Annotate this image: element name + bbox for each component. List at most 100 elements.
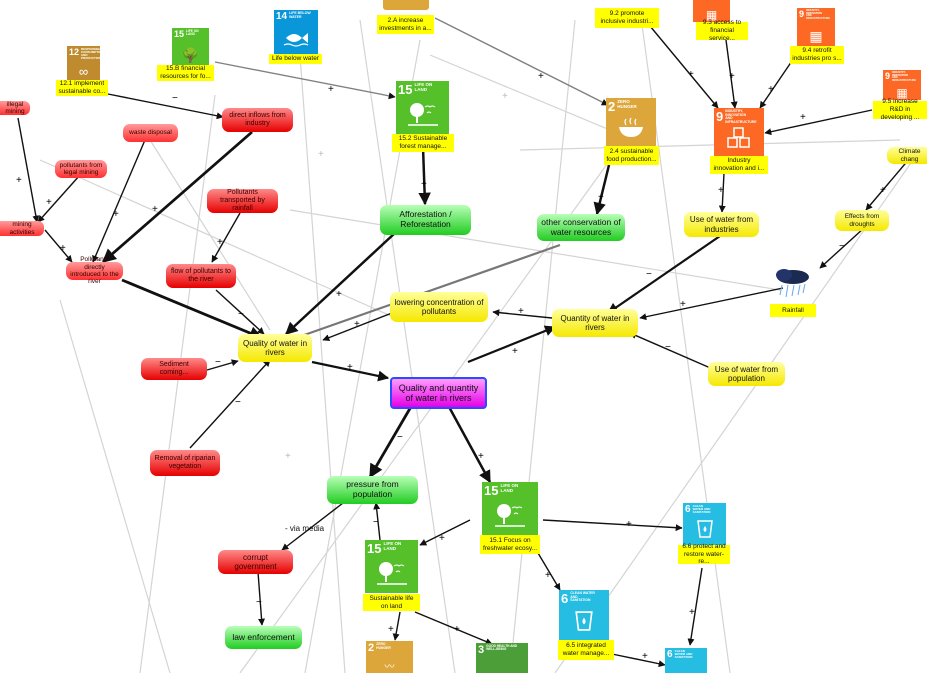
node-label: Climate chang [898,148,921,163]
sdg-caption: LIFE ON LAND [500,483,519,493]
node-corrupt-government[interactable]: corrupt government [218,550,293,574]
node-effects-droughts[interactable]: Effects from droughts [835,210,889,231]
water-glass-icon [683,519,726,542]
node-pressure-population[interactable]: pressure from population [327,476,418,504]
sdg-9-label: Industry innovation and i... [710,156,768,174]
sign-plus: + [800,112,806,123]
node-sediment[interactable]: Sediment coming... [141,358,207,380]
sign-plus: + [518,306,524,317]
cubes-icon: ▦ [809,28,823,44]
faint-links [39,9,921,673]
node-direct-inflows[interactable]: direct inflows from industry [222,108,293,132]
sdg-caption: INDUSTRY, INNOVATION AND INFRASTRUCTURE [892,71,916,83]
node-label: Quality of water in rivers [242,338,308,357]
sdg-number: 9 [885,71,891,81]
sign-plus: + [880,185,886,196]
via-media-annotation: - via media [285,524,325,533]
sdg-caption: INDUSTRY, INNOVATION AND INFRASTRUCTURE [725,109,757,124]
node-label: Use of water from industries [689,215,754,234]
sdg-15-1-label: 15.1 Focus on freshwater ecosy... [480,535,540,554]
node-illegal-mining[interactable]: illegal mining [0,101,30,115]
sdg-caption: LIFE BELOW WATER [289,11,311,19]
node-climate-change[interactable]: Climate chang [887,147,927,164]
sdg-number: 15 [484,483,499,498]
node-removal-vegetation[interactable]: Removal of riparian vegetation [150,450,220,476]
node-label: other conservation of water resources [541,216,621,237]
water-glass-icon [559,609,609,636]
node-afforestation[interactable]: Afforestation / Reforestation [380,205,471,235]
sdg-caption: INDUSTRY, INNOVATION AND INFRASTRUCTURE [806,9,830,21]
node-quantity-water[interactable]: Quantity of water in rivers [552,309,638,337]
sdg-12-tile[interactable]: 12RESPONSIBLE CONSUMPTION AND PRODUCTION… [67,46,100,80]
node-use-industries[interactable]: Use of water from industries [684,212,759,237]
sign-minus: − [397,432,403,443]
sdg-caption: GOOD HEALTH AND WELL-BEING [486,644,518,652]
sign-plus: + [354,319,360,330]
rainfall-label: Rainfall [770,304,816,317]
node-conservation[interactable]: other conservation of water resources [537,214,625,241]
sdg-14-label: Life below water [269,54,322,64]
causal-links [17,19,911,668]
node-law-enforcement[interactable]: law enforcement [225,626,302,649]
node-use-population[interactable]: Use of water from population [708,362,785,386]
sdg-15-2-label: 15.2 Sustainable forest manage... [392,134,454,152]
node-lowering-concentration[interactable]: lowering concentration of pollutants [390,292,488,322]
sign-plus: + [439,533,445,544]
sdg-9-3-label: 9.3 access to financial service... [696,19,748,42]
node-pollutants-transported[interactable]: Pollutants transported by rainfall [207,189,278,213]
sign-plus: + [454,624,460,635]
sdg-2a-tile[interactable] [383,0,429,10]
node-label: direct inflows from industry [229,111,286,127]
node-flow-pollutants[interactable]: flow of pollutants to the river [166,264,236,288]
node-pollutants-legal-mining[interactable]: pollutants from legal mining [55,160,107,178]
sign-plus: + [336,289,342,300]
sdg-number: 15 [174,29,185,39]
node-label: waste disposal [129,129,172,137]
sign-plus: + [729,71,735,82]
sign-plus: + [16,175,22,186]
sign-plus: + [502,91,508,102]
node-waste-disposal[interactable]: waste disposal [123,124,178,142]
sdg-9-3-tile[interactable]: ▦ [693,0,730,22]
sign-plus: + [680,299,686,310]
node-quality-water[interactable]: Quality of water in rivers [238,334,312,362]
sdg-caption: CLEAN WATER AND SANITATION [674,649,693,660]
cubes-icon: ▦ [705,8,718,22]
sign-plus: + [545,570,551,581]
node-quality-and-quantity[interactable]: Quality and quantity of water in rivers [390,377,487,409]
sdg-number: 15 [367,541,382,556]
bowl-icon: 〰 [384,662,395,673]
sdg-number: 2 [368,642,375,654]
sign-plus: + [478,451,484,462]
rainfall-node[interactable]: Rainfall [768,265,818,319]
tree-icon: 🌳 [181,47,200,63]
sign-plus: + [328,84,334,95]
sdg-caption: CLEAN WATER AND SANITATION [692,504,711,515]
sdg-number: 15 [398,82,413,97]
sdg-6-6-label: 6.6 protect and restore water-re... [678,543,730,565]
infinity-icon: ∞ [78,64,89,79]
sign-plus: + [688,69,694,80]
bowl-icon [606,117,656,142]
node-label: mining activities [9,221,35,236]
sign-minus: − [646,269,652,280]
sign-minus: − [188,304,194,315]
node-mining-activities[interactable]: mining activities [0,221,44,236]
sign-plus: + [152,204,158,215]
node-pollutants-directly[interactable]: Pollutants directly introduced to the ri… [66,256,123,285]
